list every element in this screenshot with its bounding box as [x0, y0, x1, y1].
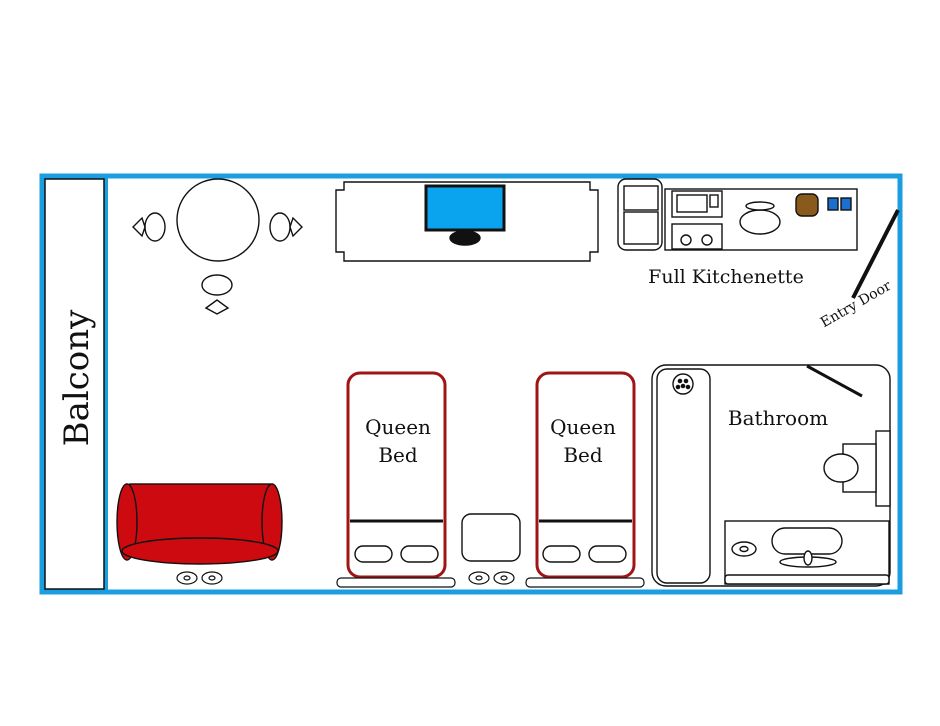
toaster-left: [827, 197, 839, 211]
kitchen-sink: [739, 209, 781, 235]
bed-2-pillow-left: [542, 545, 581, 563]
vanity-edge: [724, 574, 890, 585]
bed-2-label-line1: Queen: [550, 415, 616, 439]
stove-burner-right: [701, 234, 713, 246]
toilet-bowl: [823, 453, 859, 483]
toilet-tank: [875, 430, 891, 507]
tv-console: [335, 181, 599, 262]
microwave-window: [676, 194, 708, 213]
chair-left-leg-icon: [132, 216, 146, 238]
nightstand: [461, 513, 521, 562]
balcony-divider-wall: [104, 178, 108, 590]
bed-1-pillow-left: [354, 545, 393, 563]
chair-right-leg-icon: [289, 216, 303, 238]
bed-1-pillow-right: [400, 545, 439, 563]
bed-1-label-line1: Queen: [365, 415, 431, 439]
bed-2-frame: [535, 371, 636, 579]
coffee-maker: [795, 193, 819, 217]
toaster-right: [840, 197, 852, 211]
bed-2-label-line2: Bed: [563, 443, 603, 467]
chair-bottom: [201, 274, 233, 296]
balcony-label: Balcony: [57, 309, 97, 447]
microwave-panel: [709, 194, 719, 208]
stove-burner-left: [680, 234, 692, 246]
bed-1-base: [336, 577, 456, 588]
fridge-door-top: [623, 185, 659, 211]
sofa-arm-right: [261, 483, 283, 561]
dining-set: [132, 178, 303, 315]
fridge-door-bottom: [623, 211, 659, 245]
chair-bottom-leg-icon: [204, 299, 230, 315]
kitchenette: [617, 178, 858, 251]
bed-1-frame: [346, 371, 447, 579]
vanity-sink: [771, 527, 843, 555]
tv-screen: [424, 184, 506, 232]
kitchen-sink-faucet: [745, 201, 775, 211]
entry-door-swing: [851, 209, 900, 299]
chair-right: [269, 212, 291, 242]
sofa-arm-left: [116, 483, 138, 561]
kitchenette-label: Full Kitchenette: [648, 266, 804, 288]
sofa-seat: [121, 537, 279, 565]
queen-bed-1: [336, 371, 456, 588]
bed-1-label-line2: Bed: [378, 443, 418, 467]
sofa: [116, 483, 283, 565]
bed-2-base: [525, 577, 645, 588]
bed-2-pillow-right: [588, 545, 627, 563]
sofa-feet: [176, 571, 223, 585]
nightstand-feet: [468, 571, 515, 585]
balcony-area: [44, 178, 105, 590]
dining-table: [176, 178, 260, 262]
stove: [671, 223, 723, 250]
bathroom: [651, 364, 891, 587]
shower: [656, 368, 711, 584]
bathroom-door-swing: [806, 364, 863, 398]
tv-base: [449, 230, 481, 246]
chair-left: [144, 212, 166, 242]
bathroom-label: Bathroom: [728, 406, 828, 430]
queen-bed-2: [525, 371, 645, 588]
